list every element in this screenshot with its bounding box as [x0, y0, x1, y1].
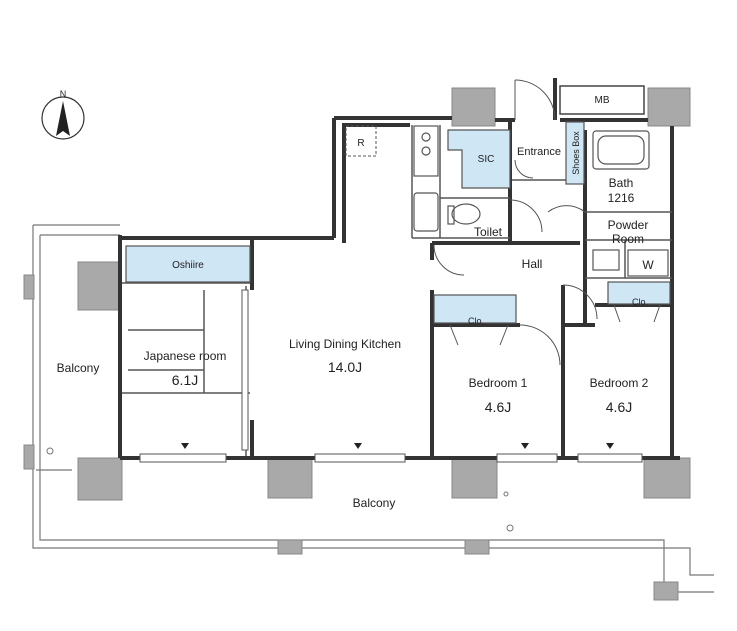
- door-swings: [433, 79, 661, 366]
- closet2-box: [607, 281, 671, 305]
- toilet-fixture: [447, 203, 481, 225]
- hall-label: Hall: [522, 257, 543, 271]
- refrigerator-label: R: [357, 138, 364, 149]
- compass-label: N: [60, 89, 67, 99]
- sic-box: [447, 129, 511, 189]
- mb-label: MB: [595, 95, 610, 106]
- powder-room-label-1: Powder: [608, 218, 649, 232]
- washer-label: W: [642, 258, 654, 272]
- closet1-box: [433, 294, 517, 324]
- bath-size-label: 1216: [608, 191, 635, 205]
- bedroom2-label: Bedroom 2: [590, 376, 649, 390]
- shoes-box-label: Shoes Box: [571, 131, 581, 175]
- bath-fixture: [592, 130, 650, 170]
- shoes-box: [565, 121, 585, 185]
- bedroom2-size: 4.6J: [606, 399, 632, 415]
- bedroom1-size: 4.6J: [485, 399, 511, 415]
- toilet-label: Toilet: [474, 225, 503, 239]
- kitchen-counter: [413, 125, 439, 232]
- ldk-size: 14.0J: [328, 359, 362, 375]
- washer-box: [627, 249, 669, 277]
- ldk-label: Living Dining Kitchen: [289, 337, 401, 351]
- balcony-rail: [32, 224, 714, 593]
- entrance-label: Entrance: [517, 146, 561, 158]
- windows: [139, 289, 643, 463]
- room-labels: MB SIC Entrance Shoes Box Bath 1216 Toil…: [57, 95, 655, 510]
- refrigerator-box: R: [345, 125, 377, 157]
- powder-room-label-2: Room: [612, 232, 644, 246]
- north-compass-icon: N: [41, 89, 85, 140]
- closet2-label: Clo.: [632, 297, 648, 307]
- window-markers: [181, 443, 614, 449]
- bedroom1-label: Bedroom 1: [469, 376, 528, 390]
- japanese-room-size: 6.1J: [172, 372, 198, 388]
- closet1-label: Clo.: [468, 316, 484, 326]
- thin-partitions: [122, 125, 672, 456]
- storage-areas: [125, 121, 671, 324]
- mb-box: [559, 85, 645, 115]
- oshiire-box: [125, 245, 251, 283]
- oshiire-label: Oshiire: [172, 260, 204, 271]
- structural-columns: [23, 87, 691, 601]
- drain-icons: [46, 447, 514, 532]
- sic-label: SIC: [478, 154, 495, 165]
- japanese-room-label: Japanese room: [144, 349, 227, 363]
- balcony-side-label: Balcony: [57, 361, 100, 375]
- bath-label: Bath: [609, 176, 634, 190]
- balcony-bottom-label: Balcony: [353, 496, 396, 510]
- powder-room-fixtures: [592, 249, 669, 277]
